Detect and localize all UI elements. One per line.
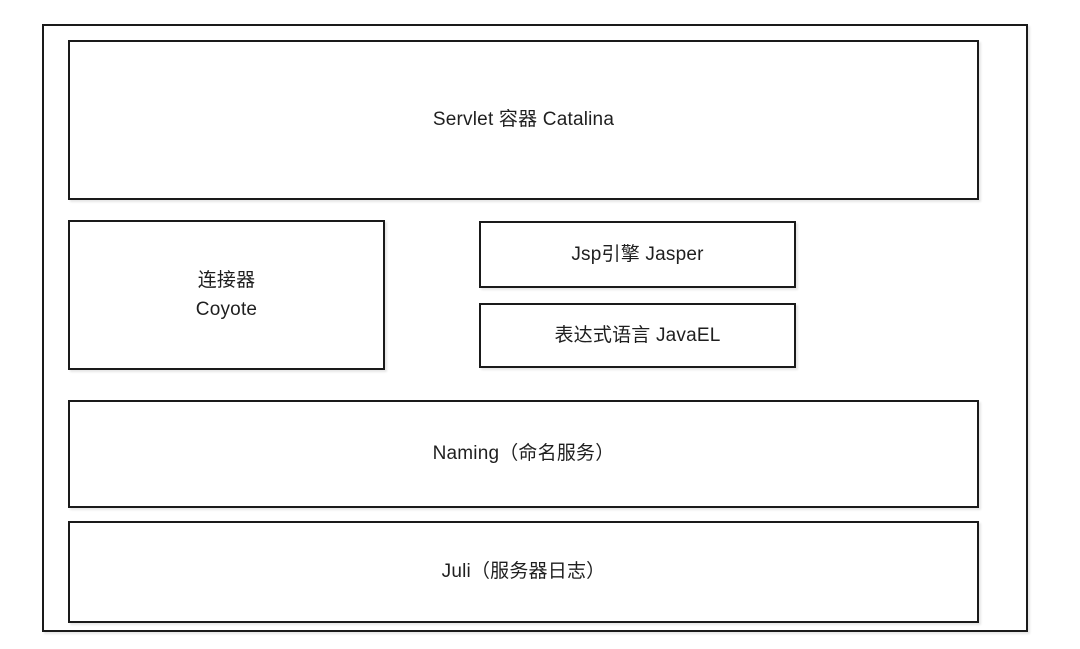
box-label-jasper: Jsp引擎 Jasper	[571, 243, 704, 265]
box-label-coyote: 连接器 Coyote	[195, 269, 258, 320]
box-servlet-container-catalina: Servlet 容器 Catalina	[68, 40, 979, 200]
box-juli-server-log: Juli（服务器日志）	[68, 521, 979, 623]
box-label-juli: Juli（服务器日志）	[441, 561, 606, 583]
box-expression-language-javael: 表达式语言 JavaEL	[479, 303, 796, 368]
box-label-javael: 表达式语言 JavaEL	[554, 324, 721, 346]
box-jsp-engine-jasper: Jsp引擎 Jasper	[479, 221, 796, 288]
box-connector-coyote: 连接器 Coyote	[68, 220, 385, 370]
box-label-naming: Naming（命名服务）	[432, 443, 615, 465]
box-naming-service: Naming（命名服务）	[68, 400, 979, 508]
diagram-outer-frame: Servlet 容器 Catalina 连接器 Coyote Jsp引擎 Jas…	[42, 24, 1028, 632]
box-label-catalina: Servlet 容器 Catalina	[432, 109, 615, 131]
